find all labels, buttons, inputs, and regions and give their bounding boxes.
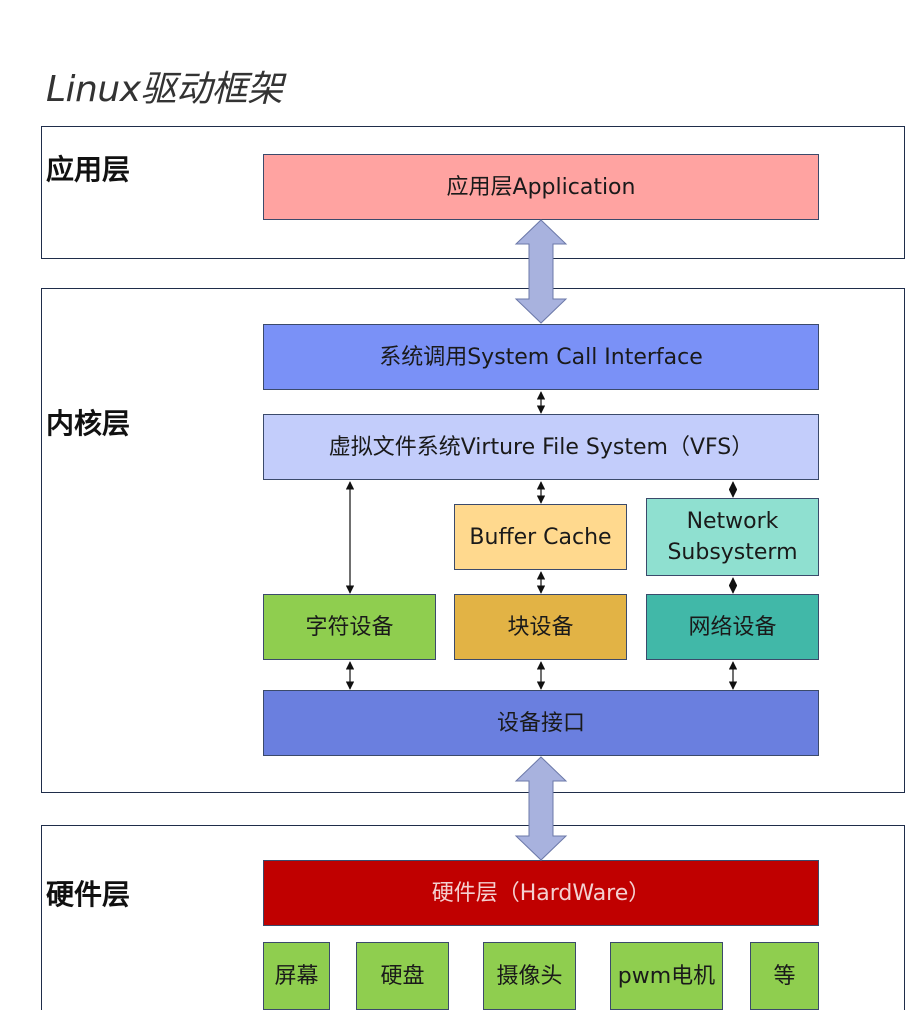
hardware-layer-label: 硬件层 bbox=[46, 878, 131, 911]
hardware-item-etc: 等 bbox=[750, 942, 819, 1010]
hardware-item-label: 摄像头 bbox=[496, 963, 563, 989]
vfs-node: 虚拟文件系统Virture File System（VFS） bbox=[263, 414, 819, 480]
hardware-node-label: 硬件层（HardWare） bbox=[431, 880, 651, 906]
hardware-item-label: 硬盘 bbox=[380, 963, 425, 989]
block-device-node-label: 块设备 bbox=[507, 614, 574, 640]
block-device-node: 块设备 bbox=[454, 594, 627, 660]
buffer-cache-node: Buffer Cache bbox=[454, 504, 627, 570]
hardware-item-disk: 硬盘 bbox=[356, 942, 449, 1010]
diagram-title: Linux驱动框架 bbox=[46, 69, 283, 110]
hardware-item-screen: 屏幕 bbox=[263, 942, 330, 1010]
device-interface-node: 设备接口 bbox=[263, 690, 819, 756]
net-device-node-label: 网络设备 bbox=[688, 614, 777, 640]
app-layer-label: 应用层 bbox=[46, 153, 131, 186]
network-node-line1: Network bbox=[686, 509, 779, 534]
kernel-layer-label: 内核层 bbox=[46, 407, 131, 440]
application-node: 应用层Application bbox=[263, 154, 819, 220]
syscall-node-label: 系统调用System Call Interface bbox=[379, 344, 703, 370]
buffer-cache-node-label: Buffer Cache bbox=[469, 524, 612, 550]
net-device-node: 网络设备 bbox=[646, 594, 819, 660]
hardware-node: 硬件层（HardWare） bbox=[263, 860, 819, 926]
network-node-line2: Subsysterm bbox=[667, 540, 798, 565]
device-interface-node-label: 设备接口 bbox=[496, 710, 585, 736]
char-device-node-label: 字符设备 bbox=[305, 614, 394, 640]
syscall-node: 系统调用System Call Interface bbox=[263, 324, 819, 390]
vfs-node-label: 虚拟文件系统Virture File System（VFS） bbox=[328, 434, 754, 460]
network-subsystem-node: Network Subsysterm bbox=[646, 498, 819, 576]
hardware-item-camera: 摄像头 bbox=[483, 942, 576, 1010]
hardware-item-pwm-motor: pwm电机 bbox=[610, 942, 723, 1010]
hardware-item-label: pwm电机 bbox=[617, 963, 716, 989]
application-node-label: 应用层Application bbox=[446, 174, 636, 200]
char-device-node: 字符设备 bbox=[263, 594, 436, 660]
hardware-item-label: 屏幕 bbox=[274, 963, 319, 989]
hardware-item-label: 等 bbox=[773, 963, 796, 989]
